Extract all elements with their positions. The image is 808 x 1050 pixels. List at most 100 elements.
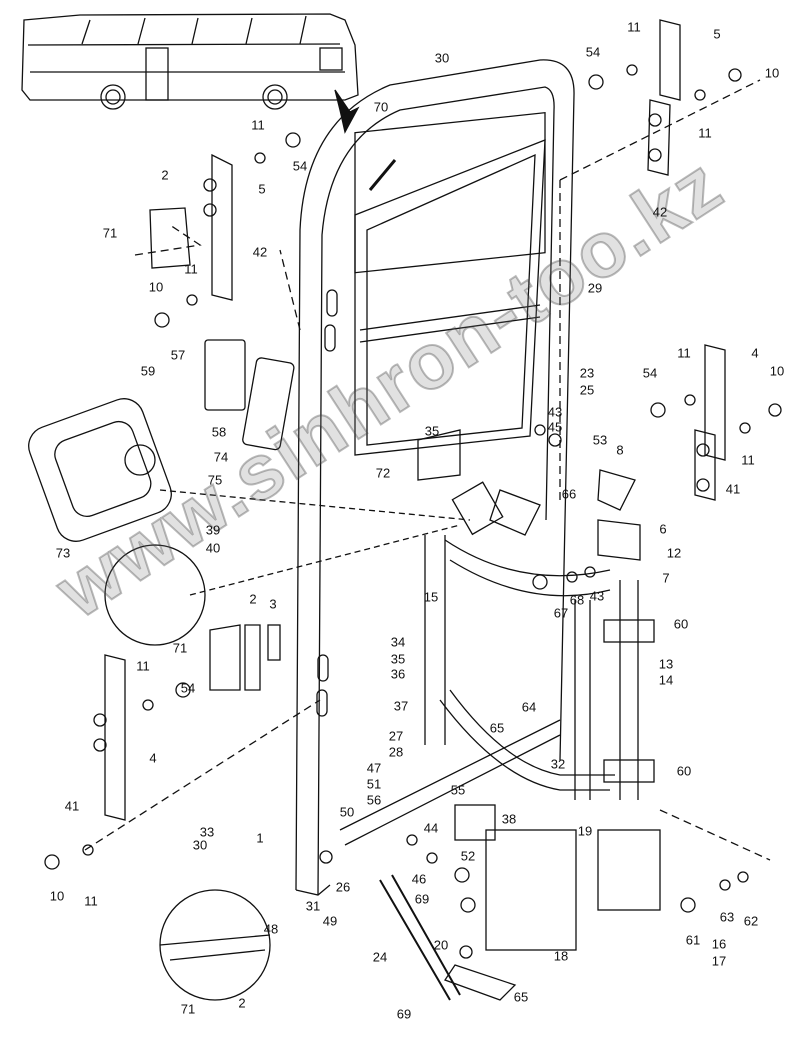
callout-label: 35 — [390, 651, 406, 667]
callout-label: 53 — [592, 432, 608, 448]
callout-label: 70 — [373, 99, 389, 115]
callout-label: 3 — [269, 596, 277, 612]
callout-label: 60 — [673, 616, 689, 632]
callout-label: 11 — [84, 893, 98, 909]
callout-label: 56 — [366, 792, 382, 808]
callout-label: 5 — [713, 26, 721, 42]
callout-label: 30 — [434, 50, 450, 66]
callout-label: 11 — [627, 19, 641, 35]
callout-label: 12 — [666, 545, 682, 561]
callout-label: 69 — [414, 891, 430, 907]
callout-label: 65 — [489, 720, 505, 736]
callout-label: 7 — [662, 570, 670, 586]
callout-label: 11 — [698, 125, 712, 141]
callout-label: 54 — [180, 680, 196, 696]
callout-label: 10 — [49, 888, 65, 904]
callout-label: 42 — [252, 244, 268, 260]
callout-label: 68 — [569, 592, 585, 608]
callout-label: 10 — [769, 363, 785, 379]
callout-label: 16 — [711, 936, 727, 952]
callout-label: 58 — [211, 424, 227, 440]
callout-label: 24 — [372, 949, 388, 965]
callout-label: 32 — [550, 756, 566, 772]
door-frame — [295, 59, 575, 896]
door-mechanism — [339, 429, 661, 1001]
callout-label: 10 — [148, 279, 164, 295]
callout-label: 71 — [102, 225, 118, 241]
callout-label: 4 — [149, 750, 157, 766]
callout-label: 39 — [205, 522, 221, 538]
callout-label: 11 — [251, 117, 265, 133]
callout-label: 71 — [180, 1001, 196, 1017]
callout-label: 54 — [585, 44, 601, 60]
callout-label: 14 — [658, 672, 674, 688]
callout-label: 8 — [616, 442, 624, 458]
callout-label: 63 — [719, 909, 735, 925]
callout-label: 57 — [170, 347, 186, 363]
callout-label: 59 — [140, 363, 156, 379]
callout-label: 2 — [161, 167, 169, 183]
callout-label: 47 — [366, 760, 382, 776]
callout-label: 26 — [335, 879, 351, 895]
callout-label: 61 — [685, 932, 701, 948]
callout-label: 33 — [199, 824, 215, 840]
callout-label: 55 — [450, 782, 466, 798]
callout-label: 62 — [743, 913, 759, 929]
callout-label: 36 — [390, 666, 406, 682]
callout-label: 67 — [553, 605, 569, 621]
callout-label: 18 — [553, 948, 569, 964]
hinge-parts-right — [84, 19, 771, 861]
callout-label: 4 — [751, 345, 759, 361]
detail-circle-seal — [159, 889, 271, 1001]
callout-label: 23 — [579, 365, 595, 381]
callout-label: 15 — [423, 589, 439, 605]
callout-label: 13 — [658, 656, 674, 672]
callout-label: 50 — [339, 804, 355, 820]
callout-label: 75 — [207, 472, 223, 488]
callout-label: 71 — [172, 640, 188, 656]
callout-label: 37 — [393, 698, 409, 714]
callout-label: 31 — [305, 898, 321, 914]
callout-label: 6 — [659, 521, 667, 537]
callout-label: 30 — [192, 837, 208, 853]
callout-label: 48 — [263, 921, 279, 937]
callout-label: 74 — [213, 449, 229, 465]
callout-label: 54 — [642, 365, 658, 381]
callout-label: 66 — [561, 486, 577, 502]
callout-label: 45 — [547, 419, 563, 435]
callout-label: 17 — [711, 953, 727, 969]
callout-label: 11 — [184, 261, 198, 277]
callout-label: 34 — [390, 634, 406, 650]
callout-label: 1 — [256, 830, 264, 846]
callout-label: 72 — [375, 465, 391, 481]
callout-label: 41 — [64, 798, 80, 814]
callout-label: 46 — [411, 871, 427, 887]
callout-label: 11 — [677, 345, 691, 361]
callout-label: 65 — [513, 989, 529, 1005]
callout-label: 54 — [292, 158, 308, 174]
callout-label: 2 — [249, 591, 257, 607]
callout-label: 64 — [521, 699, 537, 715]
callout-label: 11 — [741, 452, 755, 468]
callout-label: 38 — [501, 811, 517, 827]
callout-label: 10 — [764, 65, 780, 81]
callout-label: 60 — [676, 763, 692, 779]
callout-label: 29 — [587, 280, 603, 296]
callout-label: 19 — [577, 823, 593, 839]
callout-label: 49 — [322, 913, 338, 929]
callout-label: 20 — [433, 937, 449, 953]
callout-label: 5 — [258, 181, 266, 197]
bus-overview-illustration — [21, 13, 360, 134]
callout-label: 69 — [396, 1006, 412, 1022]
hinge-parts-left — [28, 153, 471, 1001]
callout-label: 11 — [136, 658, 150, 674]
callout-label: 73 — [55, 545, 71, 561]
callout-label: 44 — [423, 820, 439, 836]
callout-label: 28 — [388, 744, 404, 760]
callout-label: 41 — [725, 481, 741, 497]
callout-label: 43 — [589, 588, 605, 604]
callout-label: 42 — [652, 204, 668, 220]
callout-label: 25 — [579, 382, 595, 398]
